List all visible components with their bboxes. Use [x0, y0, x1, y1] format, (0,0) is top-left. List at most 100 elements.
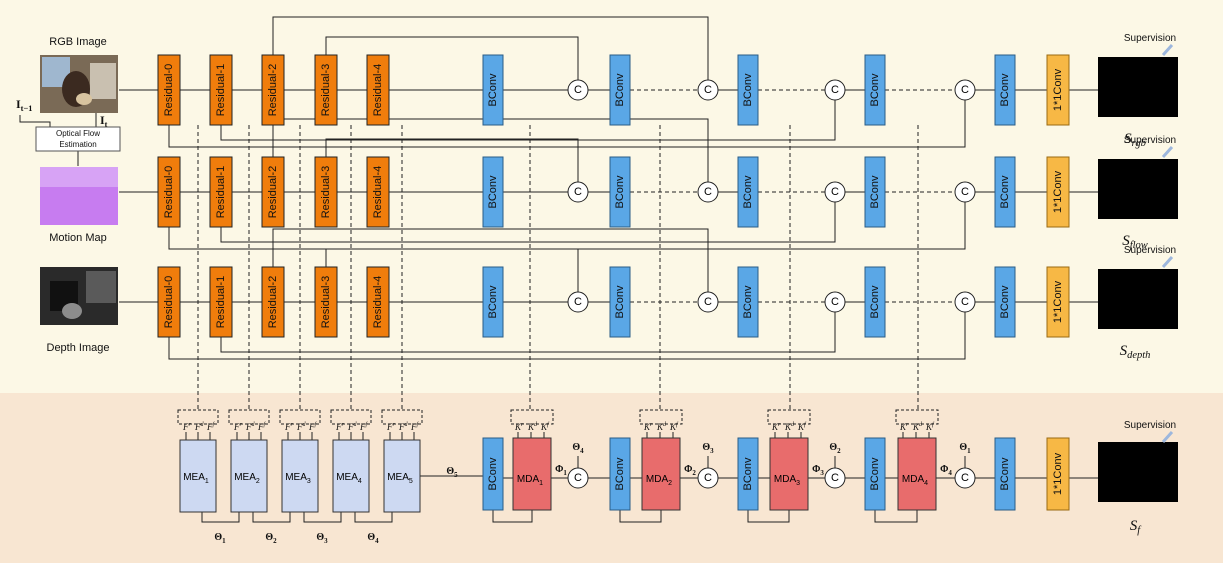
- stream-1-skip-res0: [168, 100, 966, 148]
- fusion-bconv-5: BConv: [994, 437, 1016, 511]
- stream-3-bconv-3-label: BConv: [742, 285, 754, 319]
- mda-3-box: [769, 437, 809, 511]
- fusion-bconv-3-box: [737, 437, 759, 511]
- stream-1-bconv-2-box: [609, 54, 631, 126]
- stream-3-supervision-label: Supervision: [1124, 245, 1176, 256]
- fusion-concat-2-label: C: [704, 472, 712, 484]
- stream-1-concat-1: [567, 79, 589, 101]
- stream-3-bconv-4-box: [864, 266, 886, 338]
- stream-3-residual-0-box: [157, 266, 181, 338]
- stream-2-residual-2-box: [261, 156, 285, 228]
- mda-4-label: MDA4: [902, 474, 928, 487]
- mea-5-box: [383, 439, 421, 513]
- stream-3-residual-1-label: Residual-1: [215, 276, 227, 329]
- mda-4-feature-f: Kf: [925, 421, 935, 432]
- stream-3-residual-2: Residual-2: [261, 266, 285, 338]
- fusion-conv11: 1*1Conv: [1046, 437, 1070, 511]
- stream-1-residual-1: Residual-1: [209, 54, 233, 126]
- stream-3-residual-3: Residual-3: [314, 266, 338, 338]
- stream-1-supervision-label: Supervision: [1124, 33, 1176, 44]
- fusion-bconv-1-label: BConv: [487, 457, 499, 491]
- stream-3-bconv-1: BConv: [482, 266, 504, 338]
- mda-3-feature-f: Kf: [797, 421, 807, 432]
- stream-1-conv11-box: [1046, 54, 1070, 126]
- stream-3-output-saliency-background: [1098, 269, 1178, 329]
- fusion-bconv-3: BConv: [737, 437, 759, 511]
- stream-3-concat-3-label: C: [831, 296, 839, 308]
- stream-1-input-image: [40, 55, 118, 113]
- stream-2-concat-1-label: C: [574, 186, 582, 198]
- optical-flow-line1: Optical Flow: [56, 129, 100, 138]
- stream-2-skip-res3: [325, 138, 579, 182]
- mda-4-box: [897, 437, 937, 511]
- rgb-wall: [90, 63, 116, 99]
- mea-4-feature-d: Fd: [347, 422, 358, 432]
- fusion-bconv-2-label: BConv: [614, 457, 626, 491]
- mda-3: MDA3: [769, 437, 809, 511]
- fusion-concat-3: [824, 467, 846, 489]
- stream-1-output-saliency-background: [1098, 57, 1178, 117]
- stream-3-concat-2: [697, 291, 719, 313]
- stream-3-residual-3-label: Residual-3: [320, 276, 332, 329]
- mea-2: MEA2: [230, 439, 268, 513]
- stream-1-residual-2: Residual-2: [261, 54, 285, 126]
- stream-3-bconv-4: BConv: [864, 266, 886, 338]
- stream-2-bconv-4-label: BConv: [869, 175, 881, 209]
- theta-3-label: Θ3: [316, 532, 328, 545]
- stream-3-bconv-2-box: [609, 266, 631, 338]
- theta-feedback-1: [201, 512, 240, 523]
- stream-2-residual-4-label: Residual-4: [372, 166, 384, 219]
- stream-2-concat-4: [954, 181, 976, 203]
- mda-4-feature-group: [895, 409, 939, 425]
- fusion-feedback-1: [492, 510, 533, 523]
- mea-4-feature-r: Fr: [335, 422, 345, 432]
- mea-5-feature-d: Fd: [398, 422, 409, 432]
- mea-4-label: MEA4: [336, 472, 362, 485]
- stream-2-residual-0: Residual-0: [157, 156, 181, 228]
- theta-feedback-4: [354, 512, 393, 523]
- mda-2-box: [641, 437, 681, 511]
- stream-2-concat-4-label: C: [961, 186, 969, 198]
- stream-3-concat-4-label: C: [961, 296, 969, 308]
- stream-2-bconv-2-box: [609, 156, 631, 228]
- mea-3-feature-d: Fd: [296, 422, 307, 432]
- stream-2-bconv-5-box: [994, 156, 1016, 228]
- supervision-arrow: [1161, 145, 1174, 159]
- stream-3-concat-1-label: C: [574, 296, 582, 308]
- mea-3-feature-r: Fr: [284, 422, 294, 432]
- stream-1-concat-2-label: C: [704, 84, 712, 96]
- stream-1-concat-3-label: C: [831, 84, 839, 96]
- mda-2-feature-group: [639, 409, 683, 425]
- stream-1-bconv-1: BConv: [482, 54, 504, 126]
- stream-2-bconv-3-box: [737, 156, 759, 228]
- mea-3-feature-group: [279, 409, 321, 425]
- stream-1-bconv-2-label: BConv: [614, 73, 626, 107]
- depth-wall: [86, 271, 116, 303]
- fusion-concat-3-label: C: [831, 472, 839, 484]
- theta-1-label: Θ1: [214, 532, 226, 545]
- stream-1-concat-4-label: C: [961, 84, 969, 96]
- stream-1-residual-3-label: Residual-3: [320, 64, 332, 117]
- stream-2-bconv-2: BConv: [609, 156, 631, 228]
- stream-3-skip-res2: [272, 228, 709, 292]
- stream-1-residual-2-box: [261, 54, 285, 126]
- stream-1-bconv-4: BConv: [864, 54, 886, 126]
- rgb-dog: [76, 93, 92, 105]
- stream-1-residual-4-label: Residual-4: [372, 64, 384, 117]
- stream-3-conv11-box: [1046, 266, 1070, 338]
- stream-2-residual-1-box: [209, 156, 233, 228]
- stream-1-skip-res2: [272, 16, 709, 80]
- stream-3-input-label: Depth Image: [47, 342, 110, 354]
- mea-3: MEA3: [281, 439, 319, 513]
- stream-3-concat-2-label: C: [704, 296, 712, 308]
- depth-dog: [62, 303, 82, 319]
- fusion-concat-1-label: C: [574, 472, 582, 484]
- mea-4: MEA4: [332, 439, 370, 513]
- mda-2-feature-f: Kf: [669, 421, 679, 432]
- stream-1-skip-res3: [325, 36, 579, 80]
- mea-4-box: [332, 439, 370, 513]
- stream-3-input-image: [40, 267, 118, 325]
- fusion-bconv-4-label: BConv: [869, 457, 881, 491]
- stream-2-residual-3: Residual-3: [314, 156, 338, 228]
- mea-3-box: [281, 439, 319, 513]
